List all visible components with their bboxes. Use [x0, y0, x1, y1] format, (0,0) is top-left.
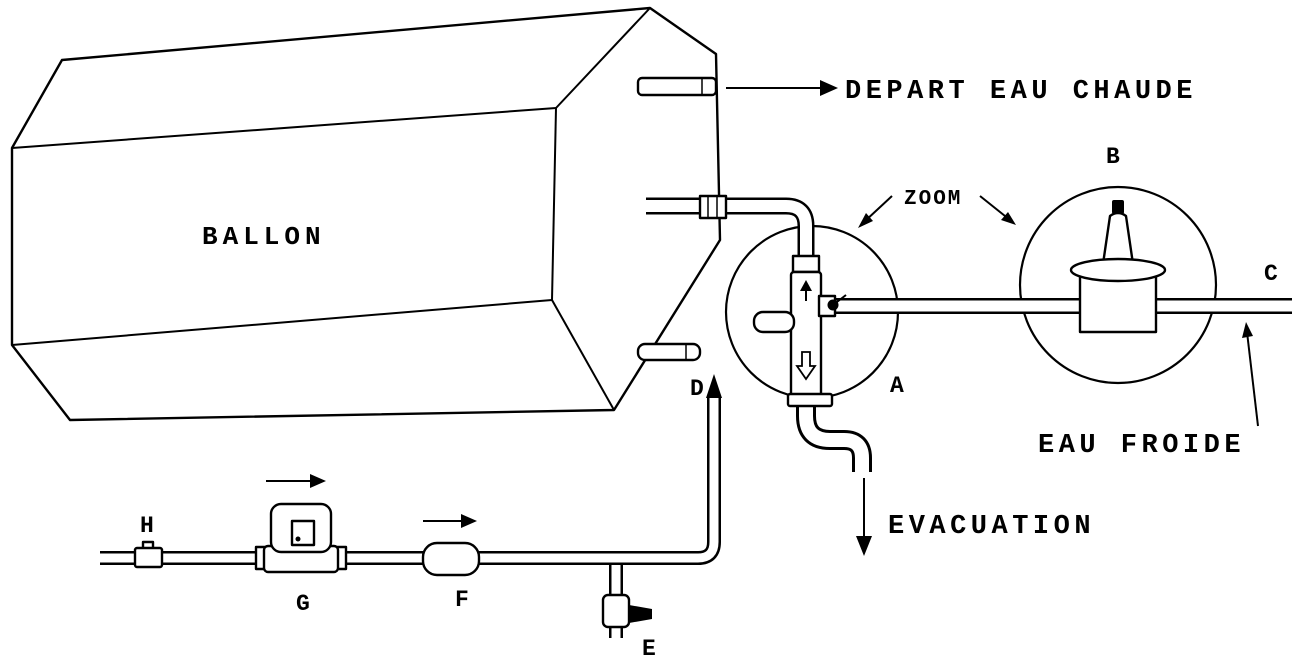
tank-outline	[10, 6, 722, 422]
part-letter-a: A	[890, 373, 904, 399]
zoom-label: ZOOM	[904, 188, 962, 211]
part-letter-h: H	[140, 513, 154, 539]
hot-water-label: DEPART EAU CHAUDE	[845, 77, 1197, 107]
part-letter-b: B	[1106, 144, 1120, 170]
eau-froide-arrow	[1242, 322, 1259, 427]
cold-feed-bottom-run-pipe	[100, 396, 721, 565]
tank-cap-edge-top	[555, 7, 651, 109]
safety-valve-group	[698, 194, 847, 408]
bottom-flange	[786, 392, 834, 408]
tank-cap-edge-bottom	[551, 299, 615, 411]
cold-water-label: EAU FROIDE	[1038, 431, 1245, 461]
depart-arrow	[726, 80, 838, 96]
part-letter-f: F	[455, 587, 469, 613]
reducer-adjust-screw	[1112, 200, 1124, 214]
valve-knob-lever	[832, 294, 847, 306]
meter-dial-dot	[295, 536, 301, 542]
left-test-port	[752, 310, 796, 334]
part-letter-g: G	[296, 591, 310, 617]
pipe-union-nut	[698, 194, 728, 220]
pressure-reducer	[1069, 200, 1167, 334]
water-meter	[254, 502, 348, 574]
reducer-bell	[1101, 211, 1135, 266]
meter-dial-window	[290, 519, 316, 547]
inlet-union-nut	[791, 254, 821, 274]
flow-down-arrow-outline	[795, 351, 817, 381]
tank-facet-line-upper	[11, 107, 557, 149]
zoom-arrow-left	[858, 195, 893, 228]
hot-water-outlet-stub	[636, 76, 718, 97]
capped-stub	[636, 342, 702, 362]
tank	[10, 6, 722, 422]
tank-cap-edge-left	[551, 107, 557, 301]
filter-flow-arrow	[423, 514, 477, 528]
part-letter-c: C	[1264, 261, 1278, 287]
zoom-circle-b	[1018, 185, 1218, 385]
drain-valve-handle	[629, 605, 652, 623]
drain-valve	[601, 593, 652, 629]
meter-flow-arrow	[266, 474, 326, 488]
reducer-flange	[1069, 257, 1167, 283]
part-letter-e: E	[642, 636, 656, 662]
tank-label: BALLON	[202, 222, 326, 252]
part-letter-d: D	[690, 376, 704, 402]
zoom-arrow-right	[979, 195, 1016, 225]
evacuation-arrow	[856, 478, 872, 556]
tank-to-safety-group-pipe	[646, 197, 815, 280]
reducer-body	[1078, 274, 1158, 334]
drain-elbow-pipe	[796, 400, 872, 472]
drain-valve-body	[601, 593, 631, 629]
shutoff-valve	[133, 540, 164, 569]
tank-facet-line-lower	[11, 299, 553, 346]
inline-filter	[421, 541, 481, 577]
riser-flow-arrowhead	[706, 374, 722, 398]
evacuation-label: EVACUATION	[888, 512, 1095, 542]
